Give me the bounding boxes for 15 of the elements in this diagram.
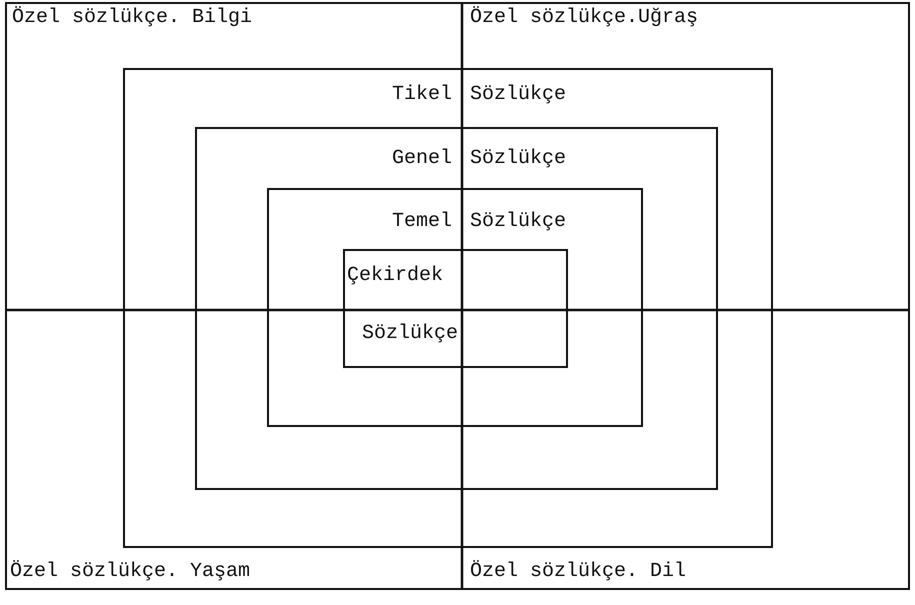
nested-box [123,68,773,548]
layer-label: Sözlükçe [470,210,566,234]
layer-label: Genel [392,147,452,171]
quadrant-label: Özel sözlükçe. Yaşam [10,560,250,584]
nested-box [267,188,643,427]
layer-label: Tikel [392,83,452,107]
layer-label: Sözlükçe [470,83,566,107]
quadrant-label: Özel sözlükçe. Dil [470,560,686,584]
core-box [343,249,568,368]
quadrant-label: Özel sözlükçe. Bilgi [12,6,252,30]
frame-box [5,2,910,590]
quadrant-label: Özel sözlükçe.Uğraş [470,6,698,30]
layer-label: Temel [392,210,452,234]
layer-label: Sözlükçe [470,147,566,171]
nested-box [195,127,718,490]
